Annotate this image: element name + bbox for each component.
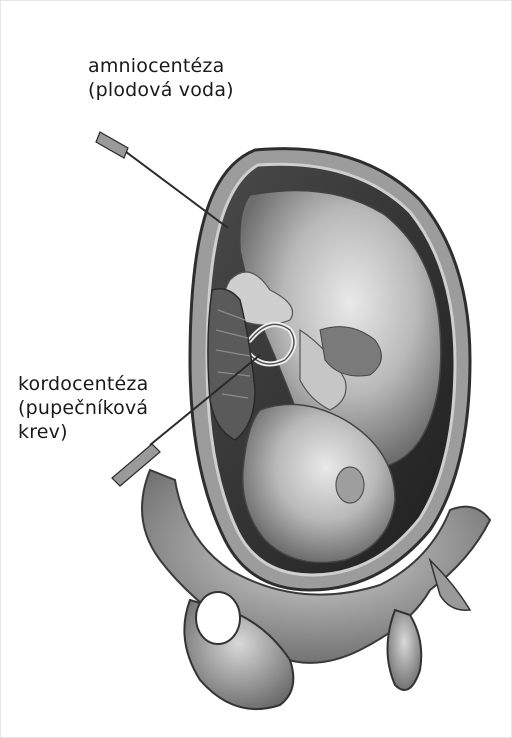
cordocentesis-label-line2: (pupečníková: [18, 396, 148, 420]
amniocentesis-label: amniocentéza (plodová voda): [88, 54, 234, 102]
amniocentesis-needle: [96, 132, 228, 228]
amniocentesis-label-line2: (plodová voda): [88, 78, 234, 102]
cordocentesis-label-line3: krev): [18, 420, 148, 444]
amniocentesis-label-line1: amniocentéza: [88, 54, 234, 78]
cordocentesis-label: kordocentéza (pupečníková krev): [18, 372, 148, 444]
cordocentesis-label-line1: kordocentéza: [18, 372, 148, 396]
